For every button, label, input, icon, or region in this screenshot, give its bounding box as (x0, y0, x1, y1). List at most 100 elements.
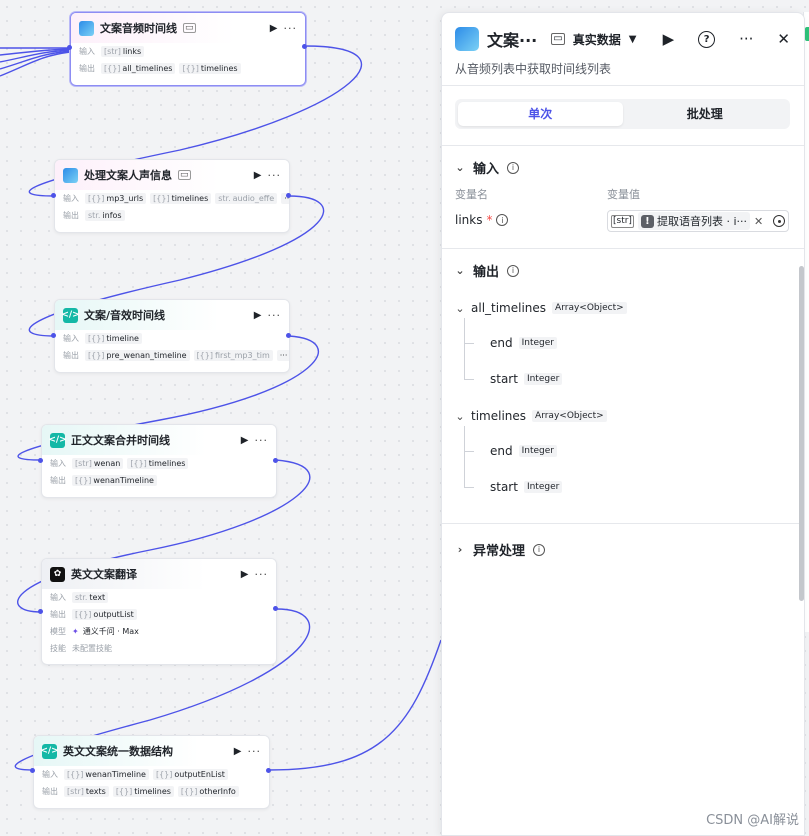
run-mode-tabs: 单次 批处理 (455, 99, 790, 129)
output-label: 输出 (79, 64, 95, 73)
divider (442, 85, 804, 86)
node-english-translation[interactable]: ✿ 英文文案翻译 ▶ ··· 输入 str.text 输出 [{}]output… (41, 558, 277, 665)
output-label: 输出 (50, 476, 66, 485)
run-icon[interactable]: ▶ (662, 30, 675, 48)
field-type: Integer (523, 481, 563, 493)
output-port[interactable] (302, 44, 307, 49)
tab-single[interactable]: 单次 (458, 102, 623, 126)
output-subfield-end: end Integer (490, 444, 557, 458)
node-more-button[interactable]: ··· (267, 168, 281, 182)
code-icon: </> (61, 307, 80, 323)
clear-icon[interactable]: ✕ (754, 214, 764, 228)
node-input-row: 输入 str.text (42, 589, 276, 606)
exception-section-title: 异常处理 (473, 544, 526, 559)
input-label: 输入 (79, 47, 95, 56)
more-params-tag: ··· (281, 193, 289, 204)
input-port[interactable] (67, 45, 72, 50)
chevron-down-icon[interactable]: ▼ (628, 33, 637, 45)
node-process-voice-info[interactable]: 处理文案人声信息 ▭ ▶ ··· 输入 [{}]mp3_urls [{}]tim… (54, 159, 290, 233)
code-icon: </> (40, 743, 59, 759)
edge-n6-out (268, 639, 442, 771)
node-more-button[interactable]: ··· (283, 21, 297, 35)
param-tag: str.audio_effe (215, 193, 278, 204)
run-node-button[interactable]: ▶ (240, 434, 249, 446)
node-text-effect-timeline[interactable]: </> 文案/音效时间线 ▶ ··· 输入 [{}]timeline 输出 [{… (54, 299, 290, 373)
chevron-down-icon[interactable]: ⌄ (455, 409, 465, 423)
output-port[interactable] (273, 606, 278, 611)
field-name: start (490, 372, 518, 386)
node-more-button[interactable]: ··· (247, 744, 261, 758)
output-section-header[interactable]: ⌄ 输出 i (455, 261, 520, 280)
run-node-button[interactable]: ▶ (253, 169, 262, 181)
target-icon[interactable] (773, 215, 785, 227)
node-audio-timeline[interactable]: 文案音频时间线 ▭ ▶ ··· 输入 [str]links 输出 [{}]all… (70, 12, 306, 86)
data-mode-select[interactable]: 真实数据 (572, 32, 621, 47)
node-output-row: 输出 [{}]wenanTimeline (42, 472, 276, 489)
input-port[interactable] (30, 768, 35, 773)
output-port[interactable] (266, 768, 271, 773)
run-node-button[interactable]: ▶ (253, 309, 262, 321)
exception-section-header[interactable]: › 异常处理 i (455, 540, 546, 559)
output-port[interactable] (273, 458, 278, 463)
input-port[interactable] (51, 333, 56, 338)
output-port[interactable] (286, 333, 291, 338)
reference-chip[interactable]: ! 提取语音列表 · i··· (637, 212, 750, 230)
variable-name: links (455, 213, 483, 227)
info-icon[interactable]: i (496, 214, 509, 226)
param-tag: [str]links (101, 46, 145, 57)
node-more-button[interactable]: ··· (254, 433, 268, 447)
plugin-icon (79, 20, 94, 36)
field-type: Array<Object> (532, 410, 607, 422)
run-node-button[interactable]: ▶ (240, 568, 249, 580)
input-port[interactable] (38, 458, 43, 463)
more-icon[interactable]: ··· (739, 30, 754, 48)
param-tag: str.text (72, 592, 109, 603)
field-name: timelines (471, 409, 527, 423)
input-section-header[interactable]: ⌄ 输入 i (455, 158, 520, 177)
scrollbar[interactable] (799, 266, 804, 601)
tree-line (464, 426, 465, 488)
input-section-title: 输入 (473, 162, 500, 177)
panel-title[interactable]: 文案··· (487, 31, 538, 50)
run-node-button[interactable]: ▶ (233, 745, 242, 757)
node-merge-timeline[interactable]: </> 正文文案合并时间线 ▶ ··· 输入 [str]wenan [{}]ti… (41, 424, 277, 498)
input-label: 输入 (63, 334, 79, 343)
input-port[interactable] (51, 193, 56, 198)
tab-batch[interactable]: 批处理 (686, 107, 723, 121)
node-title: 英文文案翻译 (71, 568, 137, 581)
node-header: ✿ 英文文案翻译 ▶ ··· (42, 559, 276, 589)
tree-branch (464, 343, 474, 344)
input-port[interactable] (38, 609, 43, 614)
edge-in-4 (0, 50, 71, 70)
node-english-data-structure[interactable]: </> 英文文案统一数据结构 ▶ ··· 输入 [{}]wenanTimelin… (33, 735, 270, 809)
chevron-down-icon: ⌄ (455, 264, 465, 277)
run-node-button[interactable]: ▶ (269, 22, 278, 34)
info-icon[interactable]: i (533, 543, 546, 556)
chevron-down-icon[interactable]: ⌄ (455, 301, 465, 315)
variable-value-field[interactable]: [str] ! 提取语音列表 · i··· ✕ (607, 210, 789, 232)
close-icon[interactable]: ✕ (777, 30, 790, 48)
output-label: 输出 (63, 211, 79, 220)
param-tag: [{}]otherInfo (177, 786, 239, 797)
output-field-all-timelines[interactable]: ⌄ all_timelines Array<Object> (455, 301, 627, 315)
output-port[interactable] (286, 193, 291, 198)
warning-icon: ! (640, 214, 654, 228)
chevron-right-icon: › (457, 543, 463, 556)
llm-icon: ✿ (50, 566, 65, 582)
field-type: Integer (518, 337, 557, 349)
skill-label: 技能 (50, 644, 66, 653)
info-icon[interactable]: i (507, 264, 520, 277)
tree-branch (464, 451, 474, 452)
node-output-row: 输出 [str]texts [{}]timelines [{}]otherInf… (34, 783, 269, 800)
param-tag: [str]texts (64, 786, 109, 797)
field-name: end (490, 444, 513, 458)
info-icon[interactable]: i (507, 161, 520, 174)
output-field-timelines[interactable]: ⌄ timelines Array<Object> (455, 409, 607, 423)
required-mark: * (486, 213, 493, 227)
node-input-row: 输入 [str]wenan [{}]timelines (42, 455, 276, 472)
node-more-button[interactable]: ··· (267, 308, 281, 322)
node-more-button[interactable]: ··· (254, 567, 268, 581)
panel-description: 从音频列表中获取时间线列表 (455, 62, 612, 76)
help-icon[interactable]: ? (698, 30, 716, 48)
